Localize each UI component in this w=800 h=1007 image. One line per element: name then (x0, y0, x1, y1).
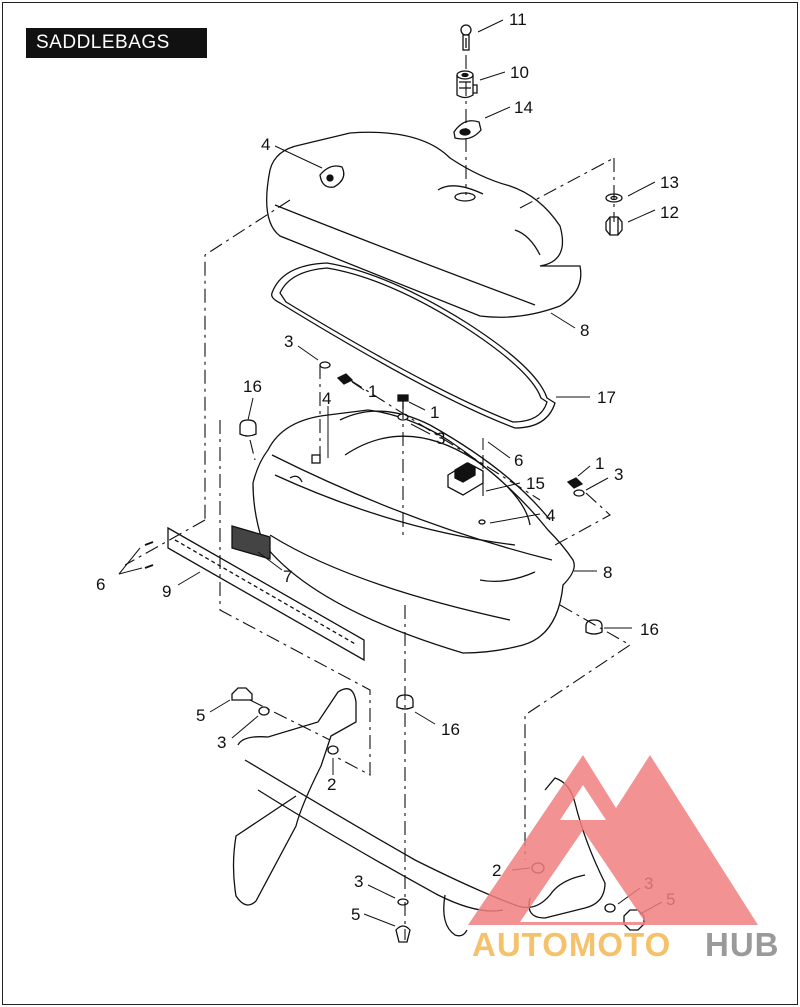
callout-10: 10 (510, 63, 529, 82)
pin-parts (144, 541, 154, 569)
callout-15: 15 (526, 474, 545, 493)
callout-6: 6 (96, 575, 105, 594)
callout-5: 5 (196, 706, 205, 725)
lock-gasket-part (453, 120, 482, 140)
watermark-part2: HUB (705, 926, 780, 963)
callout-16: 16 (243, 377, 262, 396)
saddlebag-lid (266, 131, 582, 318)
callout-2: 2 (327, 775, 336, 794)
hex-nut-part (605, 216, 623, 236)
callout-4: 4 (546, 506, 555, 525)
lower-hardware (231, 687, 645, 943)
callout-13: 13 (660, 173, 679, 192)
callout-3: 3 (436, 429, 445, 448)
callout-3: 3 (614, 465, 623, 484)
callout-16: 16 (640, 620, 659, 639)
screw-parts (319, 361, 585, 525)
callout-2: 2 (492, 861, 501, 880)
key-part (460, 24, 472, 51)
callout-16: 16 (441, 720, 460, 739)
callout-3: 3 (284, 332, 293, 351)
reflector-pad (231, 525, 271, 560)
callout-1: 1 (430, 403, 439, 422)
callout-11: 11 (509, 10, 527, 29)
watermark-text: AUTOMOTO HUB (470, 922, 800, 963)
callout-3: 3 (354, 872, 363, 891)
callout-8: 8 (580, 321, 589, 340)
callout-6: 6 (514, 451, 523, 470)
lid-seal (271, 262, 556, 429)
callout-1: 1 (595, 454, 604, 473)
assembly-lines (124, 55, 632, 940)
watermark-logo (468, 755, 758, 925)
callout-12: 12 (660, 203, 679, 222)
callout-9: 9 (162, 582, 171, 601)
watermark-part1: AUTOMOTO (472, 926, 671, 963)
lock-cylinder-part (456, 70, 478, 99)
callout-14: 14 (514, 98, 533, 117)
page-title: SADDLEBAGS (26, 28, 207, 58)
callout-7: 7 (283, 567, 292, 586)
callout-17: 17 (597, 388, 616, 407)
callout-4: 4 (322, 389, 331, 408)
callout-8: 8 (603, 563, 612, 582)
callout-5: 5 (351, 905, 360, 924)
callout-4: 4 (261, 135, 270, 154)
callout-1: 1 (368, 382, 377, 401)
callout-3: 3 (217, 733, 226, 752)
hinge-strip (167, 526, 365, 662)
